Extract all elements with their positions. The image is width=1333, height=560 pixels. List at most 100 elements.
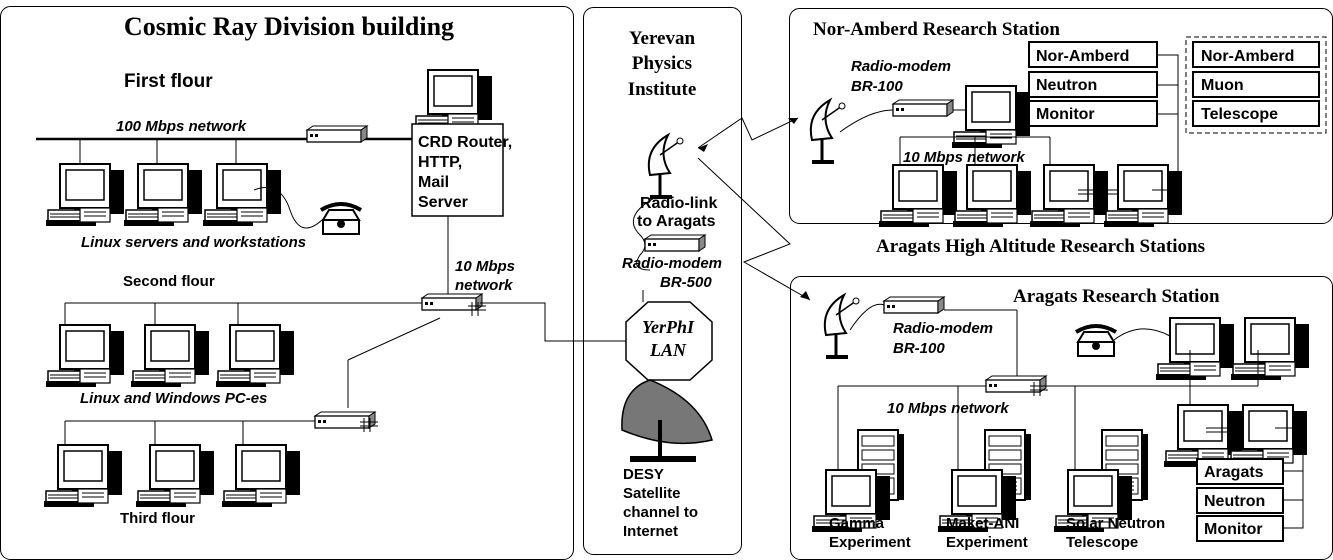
nor-amberd-mt-box-2 <box>1192 71 1320 98</box>
aragats-nm-1: Aragats <box>1204 464 1264 481</box>
crd-router-line-2: HTTP, <box>418 154 462 171</box>
crd-first-floor: First flour <box>124 71 213 92</box>
crd-to-lan-line <box>480 302 627 342</box>
nor-amberd-mt-box-3 <box>1192 100 1320 127</box>
yerphi-lan-octagon <box>625 301 713 381</box>
crd-title: Cosmic Ray Division building <box>124 12 454 41</box>
yerphi-lan-1: YerPhI <box>642 317 695 337</box>
aragats-solar-1: Solar Neutron <box>1066 515 1165 532</box>
aragats-title: Aragats Research Station <box>1013 286 1220 307</box>
crd-router-line-3: Mail <box>418 174 449 191</box>
nor-amberd-mt-1: Nor-Amberd <box>1201 48 1294 65</box>
aragats-gamma-1: Gamma <box>829 515 885 532</box>
yerphi-title-2: Physics <box>632 53 692 74</box>
crd-linux-pc-icon-2 <box>123 163 203 227</box>
crd-router-line-4: Server <box>418 194 468 211</box>
nor-amberd-nm-2: Neutron <box>1036 77 1097 94</box>
nor-amberd-nm-cable <box>1152 54 1179 191</box>
radio-arrow-yerphi-1 <box>698 144 708 152</box>
nor-amberd-gateway-pc-icon <box>951 85 1031 149</box>
crd-server-pc-icon <box>413 69 493 133</box>
nor-amberd-mt-3: Telescope <box>1201 106 1278 123</box>
aragats-net10-label: 10 Mbps network <box>887 400 1009 417</box>
nor-amberd-pc-icon-3 <box>1029 164 1109 228</box>
yerphi-panel-border <box>583 7 742 555</box>
crd-router-box <box>411 123 504 217</box>
crd-linux-servers-label: Linux servers and workstations <box>81 234 306 251</box>
yerphi-desy-4: Internet <box>623 523 678 540</box>
crd-repeater-grid-icon-2 <box>360 418 378 432</box>
crd-linux-windows-label: Linux and Windows PC-es <box>80 390 267 407</box>
crd-net10-label-2: network <box>455 277 513 294</box>
radio-arrow-aragats <box>800 291 810 300</box>
crd-floor2-pc-icon-3 <box>215 324 295 388</box>
yerphi-radio-modem-1: Radio-modem <box>622 255 722 272</box>
nor-amberd-mt-2: Muon <box>1201 77 1244 94</box>
nor-amberd-radio-modem-2: BR-100 <box>851 78 903 95</box>
nor-amberd-panel: Nor-Amberd Research Station Radio-modem … <box>789 8 1333 228</box>
yerphi-desy-3: channel to <box>623 504 698 521</box>
nor-amberd-title: Nor-Amberd Research Station <box>813 19 1060 40</box>
radio-arrow-nor-amberd <box>788 118 798 124</box>
yerphi-radio-link-1: Radio-link <box>640 195 717 212</box>
aragats-radio-modem-1: Radio-modem <box>893 320 993 337</box>
nor-amberd-radio-modem-1: Radio-modem <box>851 58 951 75</box>
yerphi-desy-2: Satellite <box>623 485 681 502</box>
yerphi-satellite-dish-icon <box>621 379 713 462</box>
crd-floor3-pc-icon-2 <box>135 444 215 508</box>
nor-amberd-nm-1: Nor-Amberd <box>1036 48 1129 65</box>
aragats-nm-box-1 <box>1196 458 1284 485</box>
nor-amberd-mt-box-1 <box>1192 41 1320 68</box>
aragats-heading: Aragats High Altitude Research Stations <box>876 236 1205 257</box>
aragats-maket-2: Experiment <box>946 534 1028 551</box>
crd-hub-icon <box>306 125 368 143</box>
aragats-dish-cable <box>849 303 885 331</box>
aragats-pc-icon-2 <box>1230 317 1310 381</box>
aragats-pc-icon-1 <box>1155 317 1235 381</box>
crd-phone-icon <box>319 202 363 236</box>
crd-phone-cable <box>253 187 323 229</box>
crd-panel: Cosmic Ray Division building First flour… <box>0 6 627 560</box>
crd-third-floor: Third flour <box>120 510 195 527</box>
yerphi-title-1: Yerevan <box>629 28 696 49</box>
aragats-gamma-2: Experiment <box>829 534 911 551</box>
crd-floor3-link <box>347 317 441 361</box>
crd-repeater-icon-1 <box>421 293 483 311</box>
crd-floor2-pc-icon-2 <box>130 324 210 388</box>
nor-amberd-pc-icon-4 <box>1103 164 1183 228</box>
nor-amberd-pc-icon-2 <box>952 164 1032 228</box>
yerphi-radio-modem-2: BR-500 <box>660 274 712 291</box>
nor-amberd-radio-modem-icon <box>892 99 954 117</box>
aragats-solar-2: Telescope <box>1066 534 1138 551</box>
aragats-nm-2: Neutron <box>1204 493 1265 510</box>
aragats-repeater-grid-icon <box>1030 382 1048 396</box>
yerphi-radio-modem-icon <box>644 234 706 252</box>
yerphi-title-3: Institute <box>628 79 697 100</box>
nor-amberd-dish-cable <box>839 109 894 133</box>
crd-repeater-grid-icon-1 <box>468 302 486 316</box>
yerphi-lan-2: LAN <box>649 340 687 360</box>
nor-amberd-pc-icon-1 <box>878 164 958 228</box>
crd-net10-label-1: 10 Mbps <box>455 258 515 275</box>
aragats-phone-icon <box>1074 324 1118 358</box>
nor-amberd-nm-3: Monitor <box>1036 106 1095 123</box>
aragats-nm-3: Monitor <box>1204 521 1263 538</box>
crd-second-floor: Second flour <box>123 273 215 290</box>
aragats-nm-cable <box>1275 427 1304 529</box>
aragats-dish-icon <box>823 293 861 361</box>
nor-amberd-dish-icon <box>809 98 847 166</box>
nor-amberd-nm-box-3 <box>1028 100 1158 127</box>
nor-amberd-muon-dashed <box>1185 36 1327 134</box>
aragats-phone-cable <box>1113 328 1171 341</box>
aragats-panel: Aragats Research Station Radio-modem BR-… <box>790 276 1333 560</box>
aragats-radio-modem-2: BR-100 <box>893 340 945 357</box>
aragats-maket-1: Maket-ANI <box>946 515 1019 532</box>
crd-floor3-pc-icon-3 <box>221 444 301 508</box>
yerphi-dish-icon <box>647 133 685 201</box>
crd-linux-pc-icon-3 <box>202 163 282 227</box>
yerphi-desy-1: DESY <box>623 466 664 483</box>
crd-linux-pc-icon-1 <box>45 163 125 227</box>
yerphi-radio-link-2: to Aragats <box>637 213 716 230</box>
crd-floor2-pc-icon-1 <box>45 324 125 388</box>
crd-floor3-pc-icon-1 <box>43 444 123 508</box>
